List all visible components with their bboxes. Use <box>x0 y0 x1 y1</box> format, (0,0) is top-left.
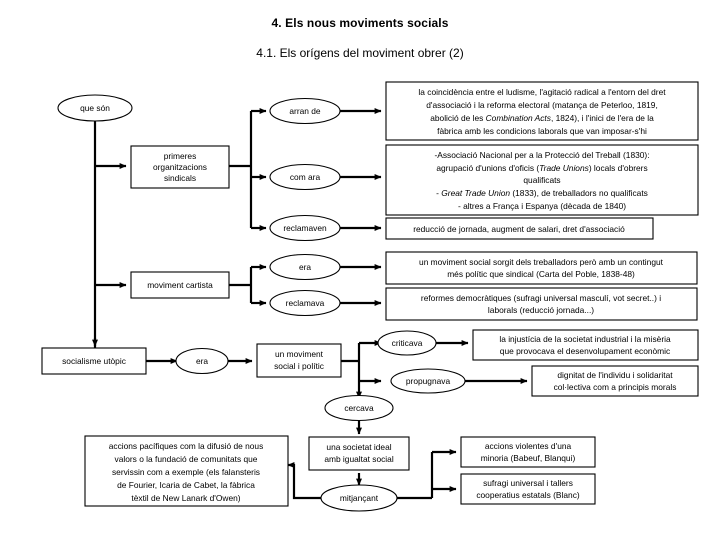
box-accions-pacifiques-line1: accions pacífiques com la difusió de nou… <box>109 441 264 451</box>
box-dignitat-line2: col·lectiva com a principis morals <box>554 382 677 392</box>
box-accions-pacifiques[interactable]: accions pacífiques com la difusió de nou… <box>84 435 289 507</box>
box-accions-pacifiques-line3: servissin com a exemple (els falansteris <box>112 467 260 477</box>
edge-primeres-split <box>229 108 267 231</box>
node-socialisme-utopic-label: socialisme utòpic <box>62 356 126 366</box>
node-era-socialisme[interactable]: era <box>175 347 229 375</box>
box-ludisme-line2: d'associació i la reforma electoral (mat… <box>426 100 658 110</box>
box-accions-violentes-line1: accions violentes d'una <box>485 441 572 451</box>
node-societat-ideal-line1: una societat ideal <box>326 442 391 452</box>
edge-moviment-split <box>341 340 382 399</box>
box-dignitat-line1: dignitat de l'individu i solidaritat <box>557 370 673 380</box>
node-reclamava[interactable]: reclamava <box>269 289 341 317</box>
node-primeres-line2: organitzacions <box>153 162 207 172</box>
node-arran-de[interactable]: arran de <box>269 97 341 125</box>
page-subtitle: 4.1. Els orígens del moviment obrer (2) <box>256 46 464 60</box>
node-cercava[interactable]: cercava <box>324 394 394 422</box>
node-moviment-cartista[interactable]: moviment cartista <box>130 271 230 299</box>
box-injusticia-line2: que provocava el desenvolupament econòmi… <box>500 346 670 356</box>
node-propugnava[interactable]: propugnava <box>390 368 466 394</box>
box-cartisme[interactable]: un moviment social sorgit dels treballad… <box>385 251 698 285</box>
node-un-moviment[interactable]: un moviment social i polític <box>256 343 342 378</box>
node-primeres-line3: sindicals <box>164 173 196 183</box>
box-accions-violentes[interactable]: accions violentes d'una minoria (Babeuf,… <box>460 436 596 468</box>
box-cartisme-line1: un moviment social sorgit dels treballad… <box>419 257 664 267</box>
node-era-cartisme[interactable]: era <box>269 253 341 281</box>
edge-mitjancant-right <box>397 449 457 500</box>
box-ludisme-line1: la coincidència entre el ludisme, l'agit… <box>418 87 666 97</box>
box-sindicats-line1: -Associació Nacional per a la Protecció … <box>434 150 649 160</box>
box-reivindicacions-label: reducció de jornada, augment de salari, … <box>413 224 625 234</box>
node-socialisme-utopic[interactable]: socialisme utòpic <box>41 347 147 375</box>
box-accions-violentes-line2: minoria (Babeuf, Blanqui) <box>481 453 576 463</box>
node-com-ara-label: com ara <box>290 172 321 182</box>
edge-mitjancant-pacifiques <box>287 462 321 500</box>
box-injusticia-line1: la injustícia de la societat industrial … <box>499 334 671 344</box>
node-reclamava-label: reclamava <box>286 298 325 308</box>
box-sindicats-line3: qualificats <box>523 175 560 185</box>
box-ludisme[interactable]: la coincidència entre el ludisme, l'agit… <box>385 81 699 141</box>
box-reformes-line1: reformes democràtiques (sufragi universa… <box>421 293 661 303</box>
box-sindicats-line2: agrupació d'unions d'oficis (Trade Union… <box>436 163 647 173</box>
node-arran-de-label: arran de <box>289 106 321 116</box>
box-reformes[interactable]: reformes democràtiques (sufragi universa… <box>385 287 698 321</box>
node-que-son[interactable]: que són <box>57 94 133 122</box>
node-que-son-label: que són <box>80 103 110 113</box>
edge-cartista-split <box>229 264 267 306</box>
node-un-moviment-line2: social i polític <box>274 361 324 371</box>
node-reclamaven[interactable]: reclamaven <box>269 214 341 242</box>
box-ludisme-line3: abolició de les Combination Acts, 1824),… <box>430 113 654 123</box>
node-mitjancant[interactable]: mitjançant <box>320 484 398 512</box>
box-sindicats[interactable]: -Associació Nacional per a la Protecció … <box>385 144 699 216</box>
box-dignitat[interactable]: dignitat de l'individu i solidaritat col… <box>531 365 699 397</box>
box-sindicats-italic-2: Great Trade Union <box>441 188 510 198</box>
box-sindicats-line4: - Great Trade Union (1833), de treballad… <box>436 188 648 198</box>
box-accions-pacifiques-line2: valors o la fundació de comunitats que <box>115 454 258 464</box>
box-accions-pacifiques-line4: de Fourier, Icaria de Cabet, la fàbrica <box>117 480 255 490</box>
node-societat-ideal-line2: amb igualtat social <box>324 454 394 464</box>
node-propugnava-label: propugnava <box>406 376 451 386</box>
node-mitjancant-label: mitjançant <box>340 493 379 503</box>
box-sindicats-italic-1: Trade Unions <box>539 163 589 173</box>
node-criticava[interactable]: criticava <box>377 330 437 356</box>
node-primeres-organitzacions[interactable]: primeres organitzacions sindicals <box>130 145 230 189</box>
node-criticava-label: criticava <box>392 338 423 348</box>
node-era-socialisme-label: era <box>196 356 208 366</box>
page-title: 4. Els nous moviments socials <box>271 16 449 30</box>
node-primeres-line1: primeres <box>164 151 197 161</box>
box-reformes-line2: laborals (reducció jornada...) <box>488 305 594 315</box>
box-sufragi[interactable]: sufragi universal i tallers cooperatius … <box>460 473 596 505</box>
box-ludisme-italic-term: Combination Acts <box>486 113 552 123</box>
node-reclamaven-label: reclamaven <box>283 223 327 233</box>
node-era-cartisme-label: era <box>299 262 311 272</box>
box-reivindicacions[interactable]: reducció de jornada, augment de salari, … <box>385 217 654 240</box>
box-ludisme-line4: fàbrica amb les condicions laborals que … <box>437 126 647 136</box>
node-un-moviment-line1: un moviment <box>275 349 324 359</box>
box-cartisme-line2: més polític que sindical (Carta del Pobl… <box>447 269 635 279</box>
box-sufragi-line1: sufragi universal i tallers <box>483 478 573 488</box>
box-injusticia[interactable]: la injustícia de la societat industrial … <box>472 329 699 361</box>
box-sindicats-line5: - altres a França i Espanya (dècada de 1… <box>458 201 626 211</box>
node-societat-ideal[interactable]: una societat ideal amb igualtat social <box>308 436 410 471</box>
node-moviment-cartista-label: moviment cartista <box>147 280 213 290</box>
node-cercava-label: cercava <box>344 403 374 413</box>
node-com-ara[interactable]: com ara <box>269 163 341 191</box>
box-accions-pacifiques-line5: tèxtil de New Lanark d'Owen) <box>131 493 240 503</box>
box-sufragi-line2: cooperatius estatals (Blanc) <box>476 490 580 500</box>
